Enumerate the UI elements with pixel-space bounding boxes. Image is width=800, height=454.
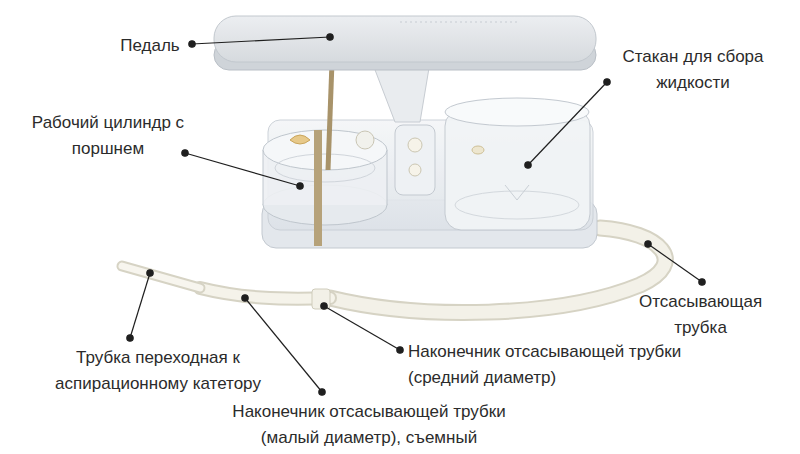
part-label: Рабочий цилиндр с поршнем [12, 110, 204, 162]
pedal-plate [214, 16, 596, 122]
part-label: Отсасывающая трубка [618, 289, 783, 341]
device-body [262, 62, 600, 248]
part-label: Трубка переходная к аспирационному катет… [18, 345, 298, 397]
part-label: Стакан для сбора жидкости [608, 44, 778, 96]
part-label: Наконечник отсасывающей трубки (средний … [408, 339, 708, 391]
part-label: Педаль [112, 33, 188, 59]
leader-lines [127, 34, 705, 395]
part-label: Наконечник отсасывающей трубки (малый ди… [208, 399, 530, 451]
